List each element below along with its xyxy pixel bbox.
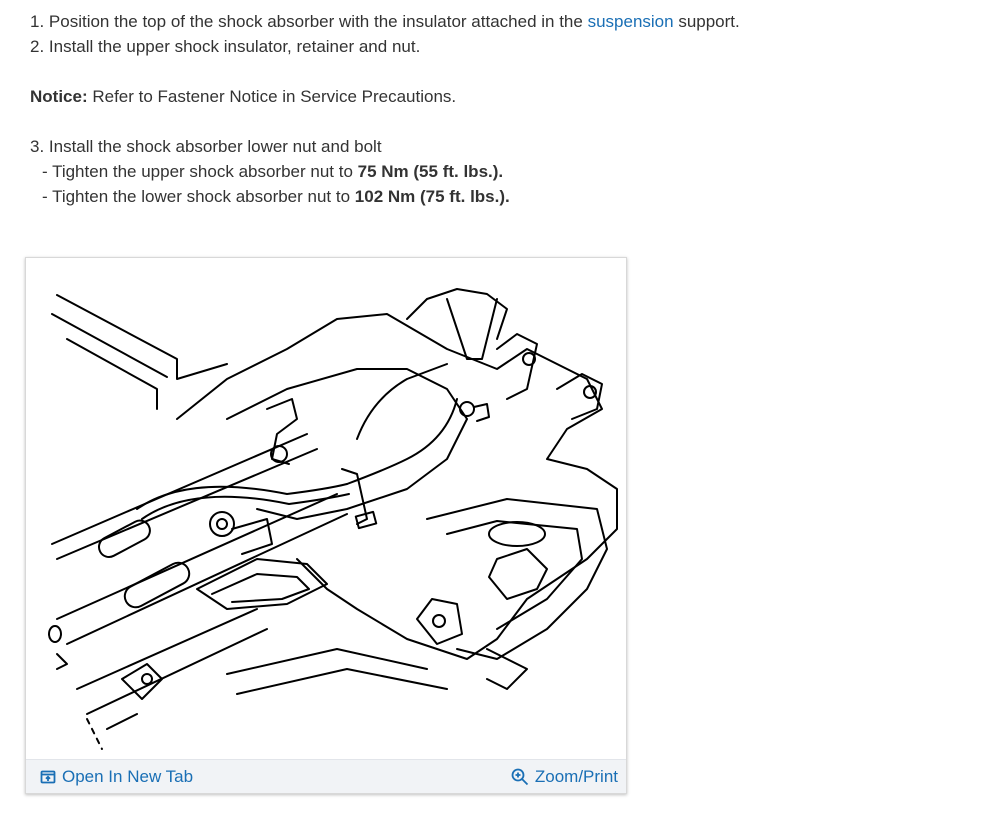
notice: Notice: Refer to Fastener Notice in Serv… bbox=[30, 84, 970, 109]
shock-absorber-illustration bbox=[48, 288, 618, 750]
torque-upper: - Tighten the upper shock absorber nut t… bbox=[42, 162, 504, 181]
open-new-tab-button[interactable]: Open In New Tab bbox=[40, 767, 193, 787]
open-new-tab-icon bbox=[40, 770, 56, 783]
zoom-print-button[interactable]: Zoom/Print bbox=[511, 767, 618, 787]
torque-lower: - Tighten the lower shock absorber nut t… bbox=[42, 187, 510, 206]
instructions: 1. Position the top of the shock absorbe… bbox=[30, 9, 970, 209]
torque-lower-value: 102 Nm bbox=[354, 187, 416, 206]
illustration-toolbar: Open In New Tab Zoom/Print bbox=[26, 759, 626, 793]
suspension-link[interactable]: suspension bbox=[587, 12, 674, 31]
step-2: 2. Install the upper shock insulator, re… bbox=[30, 37, 421, 56]
magnifier-plus-icon bbox=[511, 768, 528, 785]
notice-text: Refer to Fastener Notice in Service Prec… bbox=[87, 87, 457, 106]
zoom-print-label: Zoom/Print bbox=[534, 766, 618, 786]
illustration-card: Open In New Tab Zoom/Print bbox=[25, 257, 627, 794]
open-new-tab-label: Open In New Tab bbox=[62, 766, 194, 786]
step-3: 3. Install the shock absorber lower nut … bbox=[30, 137, 382, 156]
torque-upper-value: 75 Nm bbox=[357, 162, 409, 181]
notice-label: Notice: bbox=[30, 87, 88, 106]
step-1: 1. Position the top of the shock absorbe… bbox=[30, 12, 740, 31]
